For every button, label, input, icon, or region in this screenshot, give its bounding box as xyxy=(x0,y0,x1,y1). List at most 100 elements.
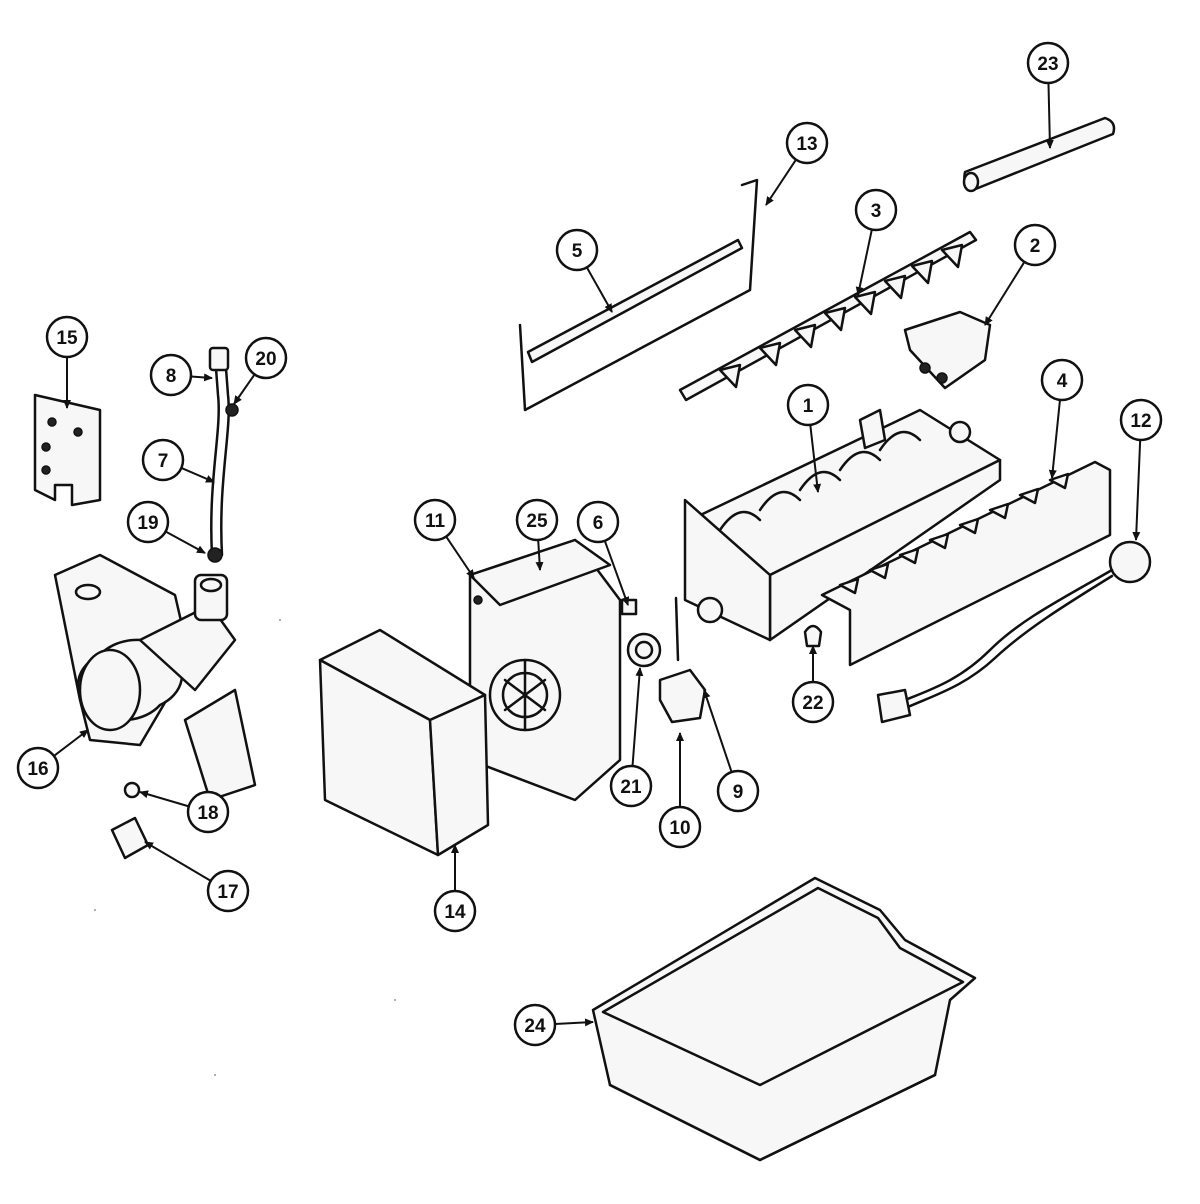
callout-circle xyxy=(716,769,760,813)
callout-11: 11 xyxy=(413,498,475,579)
callout-18: 18 xyxy=(139,790,230,834)
callout-16: 16 xyxy=(16,729,89,790)
callout-number: 8 xyxy=(166,366,177,387)
callout-number: 19 xyxy=(137,513,158,534)
callout-number: 24 xyxy=(524,1016,546,1037)
callout-number: 22 xyxy=(802,693,823,714)
callout-3: 3 xyxy=(854,188,898,296)
callout-leader-arrow xyxy=(165,530,206,554)
callout-number: 4 xyxy=(1057,371,1068,392)
callout-number: 20 xyxy=(255,349,276,370)
shutoff-arm-wire-part xyxy=(518,178,759,412)
callout-number: 21 xyxy=(620,777,642,798)
callout-circle xyxy=(45,315,89,359)
callout-number: 5 xyxy=(572,241,583,262)
callout-circle xyxy=(206,869,250,913)
callout-circle xyxy=(141,438,185,482)
callout-number: 13 xyxy=(796,134,817,155)
callout-2: 2 xyxy=(984,223,1057,326)
water-valve-part xyxy=(53,553,257,802)
callout-14: 14 xyxy=(433,844,477,933)
callout-leader-arrow xyxy=(631,667,644,767)
callout-circle xyxy=(515,498,559,542)
callout-circle xyxy=(1026,41,1070,85)
callout-number: 12 xyxy=(1130,411,1151,432)
callout-layer: 1234567891011121314151617181920212223242… xyxy=(16,41,1163,1047)
callout-circle xyxy=(1013,223,1057,267)
callout-circle xyxy=(555,228,599,272)
callout-number: 9 xyxy=(733,782,744,803)
callout-leader-arrow xyxy=(1132,439,1142,541)
callout-number: 25 xyxy=(526,511,548,532)
wiring-harness-part xyxy=(876,540,1152,724)
callout-number: 17 xyxy=(217,882,238,903)
callout-leader-arrow xyxy=(53,729,89,757)
callout-leader-arrow xyxy=(984,261,1026,326)
callout-circle xyxy=(658,805,702,849)
motor-cover-part xyxy=(318,628,490,857)
callout-leader-arrow xyxy=(190,373,213,382)
callout-25: 25 xyxy=(515,498,559,571)
callout-leader-arrow xyxy=(535,539,544,571)
callout-leader-arrow xyxy=(1048,399,1061,479)
callout-number: 16 xyxy=(27,759,48,780)
callout-circle xyxy=(126,500,170,544)
callout-6: 6 xyxy=(576,500,630,606)
callout-9: 9 xyxy=(702,689,760,813)
mounting-plate-part xyxy=(33,393,102,507)
callout-19: 19 xyxy=(126,500,206,554)
callout-leader-arrow xyxy=(809,424,822,493)
callout-15: 15 xyxy=(45,315,89,409)
callout-leader-arrow xyxy=(855,229,873,296)
control-housing-part xyxy=(468,538,622,802)
callout-circle xyxy=(785,121,829,165)
rod-part xyxy=(526,238,744,364)
callout-8: 8 xyxy=(149,353,213,397)
callout-circle xyxy=(149,353,193,397)
callout-leader-arrow xyxy=(445,536,475,579)
callout-21: 21 xyxy=(609,667,653,808)
callout-number: 11 xyxy=(425,511,446,532)
callout-circle xyxy=(1040,358,1084,402)
callout-17: 17 xyxy=(144,841,250,913)
callout-leader-arrow xyxy=(139,790,190,808)
callout-22: 22 xyxy=(791,645,835,724)
callout-circle xyxy=(576,500,620,544)
callout-number: 1 xyxy=(803,396,814,417)
callout-circle xyxy=(413,498,457,542)
callout-7: 7 xyxy=(141,438,215,483)
callout-leader-arrow xyxy=(180,467,215,483)
stripper-part xyxy=(820,460,1112,667)
callout-number: 18 xyxy=(197,803,218,824)
callout-circle xyxy=(513,1003,557,1047)
callout-number: 2 xyxy=(1030,236,1041,257)
callout-leader-arrow xyxy=(702,689,733,773)
ice-bin-part xyxy=(591,876,977,1162)
clip-part xyxy=(803,624,823,648)
fill-tube-part xyxy=(962,116,1116,193)
callout-number: 15 xyxy=(56,328,78,349)
callout-4: 4 xyxy=(1040,358,1084,479)
callout-circle xyxy=(791,680,835,724)
callout-12: 12 xyxy=(1119,398,1163,541)
motor-hardware-parts xyxy=(620,596,707,724)
callout-23: 23 xyxy=(1026,41,1070,149)
callout-leader-arrow xyxy=(765,159,797,206)
callout-leader-arrow xyxy=(585,266,613,313)
callout-leader-arrow xyxy=(233,373,256,405)
ejector-blade-part xyxy=(678,230,978,402)
callout-leader-arrow xyxy=(1045,82,1054,149)
callout-number: 14 xyxy=(444,902,466,923)
callout-10: 10 xyxy=(658,732,702,849)
callout-13: 13 xyxy=(765,121,829,206)
callout-circle xyxy=(854,188,898,232)
bearing-bracket-part xyxy=(903,310,992,390)
callout-circle xyxy=(244,336,288,380)
callout-number: 6 xyxy=(593,513,604,534)
callout-24: 24 xyxy=(513,1003,594,1047)
callout-1: 1 xyxy=(786,383,830,493)
callout-number: 23 xyxy=(1037,54,1058,75)
callout-number: 3 xyxy=(871,201,882,222)
callout-circle xyxy=(1119,398,1163,442)
